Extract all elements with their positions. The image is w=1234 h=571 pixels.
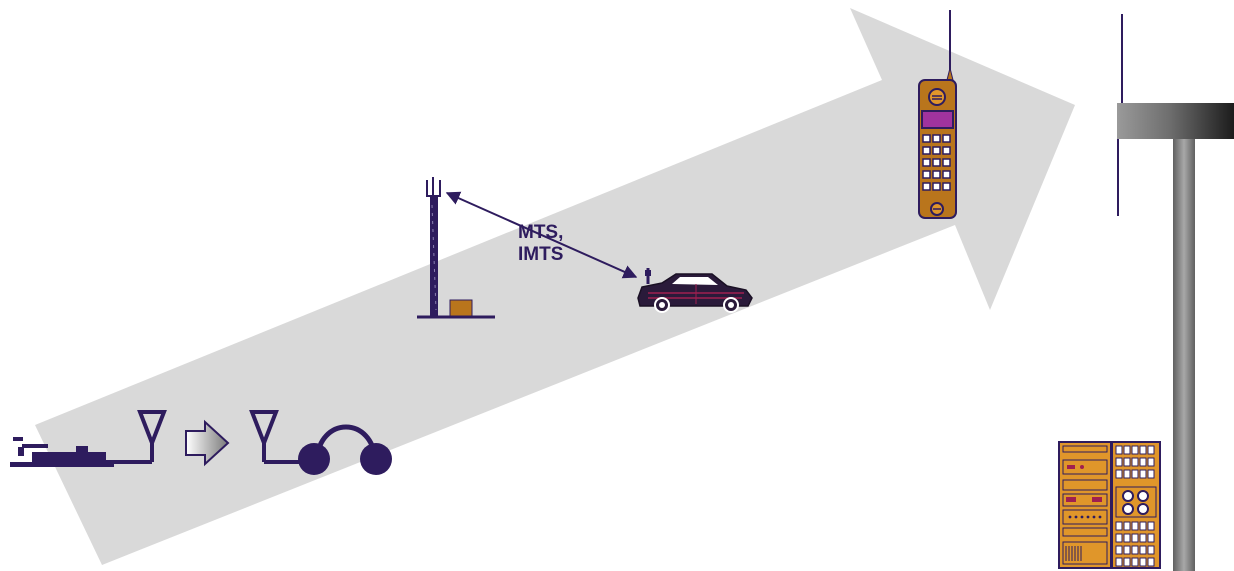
rack-cell bbox=[1124, 446, 1130, 454]
rack-cell bbox=[1132, 470, 1138, 478]
rack-cell bbox=[1148, 558, 1154, 566]
rack-cell bbox=[1132, 458, 1138, 466]
rack-cell bbox=[1116, 546, 1122, 554]
rack-cell bbox=[1132, 546, 1138, 554]
rack-cell bbox=[1132, 522, 1138, 530]
keypad-key bbox=[943, 159, 950, 166]
keypad-key bbox=[923, 135, 930, 142]
rack-cell bbox=[1140, 522, 1146, 530]
rack-cell bbox=[1116, 558, 1122, 566]
rack-cell bbox=[1116, 522, 1122, 530]
rack-cell bbox=[1140, 446, 1146, 454]
keypad-key bbox=[943, 135, 950, 142]
rack-cell bbox=[1116, 458, 1122, 466]
rack-cell bbox=[1124, 534, 1130, 542]
keypad-key bbox=[933, 159, 940, 166]
rack-cell bbox=[1148, 546, 1154, 554]
rack-cell bbox=[1140, 470, 1146, 478]
rack-cell bbox=[1140, 558, 1146, 566]
rack-cell bbox=[1148, 458, 1154, 466]
keypad-key bbox=[923, 171, 930, 178]
keypad-key bbox=[923, 147, 930, 154]
mts-label: MTS, IMTS bbox=[518, 222, 563, 266]
mts-label-line1: MTS, bbox=[518, 222, 563, 244]
rack-cell bbox=[1124, 458, 1130, 466]
rack-cell bbox=[1148, 446, 1154, 454]
keypad-key bbox=[923, 159, 930, 166]
server-rack-icon bbox=[1059, 442, 1160, 568]
rack-cell bbox=[1148, 470, 1154, 478]
keypad-key bbox=[933, 171, 940, 178]
mts-label-line2: IMTS bbox=[518, 244, 563, 266]
rack-cell bbox=[1148, 522, 1154, 530]
keypad-key bbox=[943, 171, 950, 178]
keypad-key bbox=[933, 135, 940, 142]
keypad-key bbox=[943, 147, 950, 154]
rack-cell bbox=[1140, 534, 1146, 542]
rack-cell bbox=[1116, 446, 1122, 454]
keypad-key bbox=[943, 183, 950, 190]
rack-cell bbox=[1140, 546, 1146, 554]
rack-cell bbox=[1124, 522, 1130, 530]
rack-cell bbox=[1124, 558, 1130, 566]
keypad-key bbox=[923, 183, 930, 190]
rack-cell bbox=[1140, 458, 1146, 466]
rack-cell bbox=[1116, 470, 1122, 478]
rack-cell bbox=[1116, 534, 1122, 542]
rack-cell bbox=[1132, 446, 1138, 454]
rack-cell bbox=[1124, 546, 1130, 554]
keypad-key bbox=[933, 183, 940, 190]
keypad-key bbox=[933, 147, 940, 154]
rack-cell bbox=[1132, 534, 1138, 542]
rack-cell bbox=[1132, 558, 1138, 566]
rack-cell bbox=[1148, 534, 1154, 542]
rack-cell bbox=[1124, 470, 1130, 478]
